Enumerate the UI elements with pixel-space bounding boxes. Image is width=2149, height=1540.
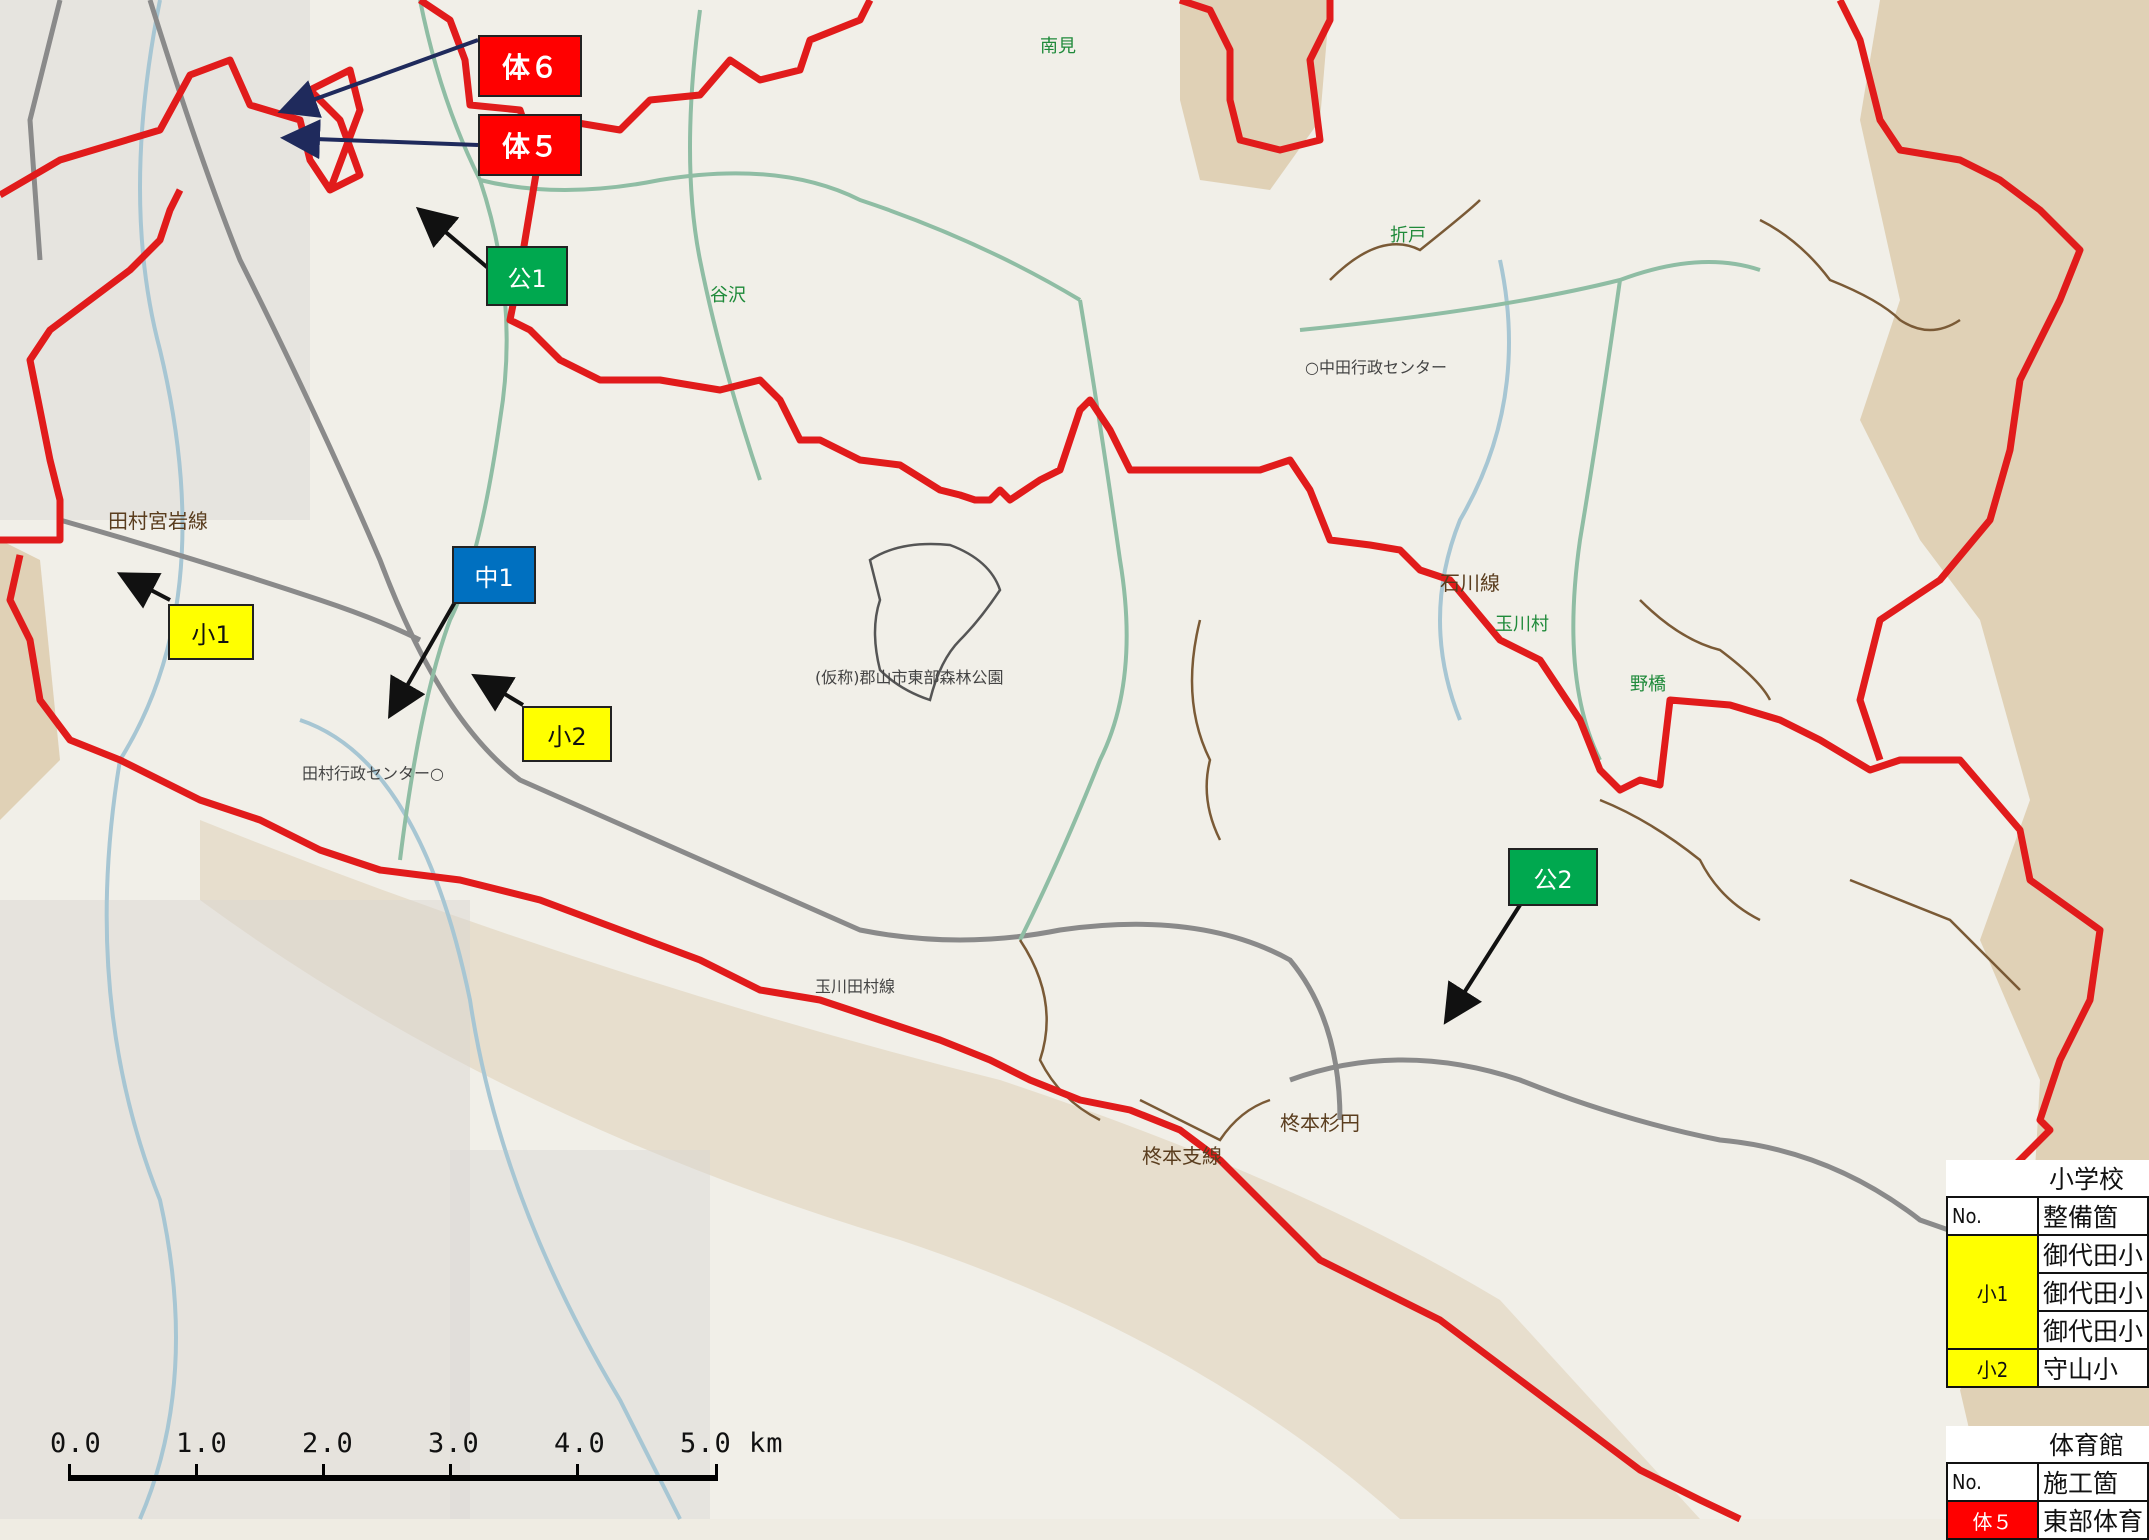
legend-school-header-place: 整備箇 [2036, 1196, 2149, 1236]
callout-ko2[interactable]: 公2 [1508, 848, 1598, 906]
scale-bar: 0.0 1.0 2.0 3.0 4.0 5.0 km [30, 1428, 790, 1498]
legend-school-last-no: 小2 [1946, 1348, 2039, 1388]
legend-school-place: 御代田小 [2036, 1310, 2149, 1350]
legend-school-place: 御代田小 [2036, 1234, 2149, 1274]
district-boundary-west [0, 188, 184, 544]
scale-mark [715, 1464, 718, 1481]
road-label-kashiwamoto-line: 柊本支線 [1142, 1144, 1222, 1168]
arrow-sho1 [116, 572, 171, 609]
legend-gym-title: 体育館 [1947, 1426, 2148, 1464]
place-label-rokujizo: 南見 [1040, 36, 1076, 57]
legend-gym-header-place: 施工箇 [2036, 1462, 2149, 1502]
forest-park-outline [868, 542, 1002, 702]
urban-area [0, 0, 710, 1519]
legend-gym-header-no: No. [1946, 1462, 2039, 1502]
legend-school-title: 小学校 [1947, 1160, 2148, 1198]
scale-tick-4: 4.0 [554, 1428, 606, 1459]
legend-school-last-place: 守山小 [2036, 1348, 2149, 1388]
place-label-orito: 折戸 [1390, 225, 1426, 246]
scale-tick-0: 0.0 [50, 1428, 102, 1459]
scale-line [68, 1475, 718, 1481]
roads-gray [27, 0, 2149, 1303]
place-label-tamura-green: 玉川村 [1495, 614, 1549, 635]
scale-tick-2: 2.0 [302, 1428, 354, 1459]
scale-mark [449, 1464, 452, 1481]
place-label-forest-park: (仮称)郡山市東部森林公園 [815, 668, 1004, 687]
legend-gym-row-no: 体５ [1946, 1500, 2039, 1540]
district-boundary-east [1178, 0, 2084, 762]
scale-tick-1: 1.0 [176, 1428, 228, 1459]
legend-school-place: 御代田小 [2036, 1272, 2149, 1312]
legend-school-table: 小学校 No. 整備箇 小1 御代田小 御代田小 御代田小 小2 守山小 [1946, 1160, 2149, 1388]
scale-mark [195, 1464, 198, 1481]
legend-school-header-no: No. [1946, 1196, 2039, 1236]
place-label-noriba: 野橋 [1630, 674, 1666, 695]
road-label-kashiwamoto-river: 柊本杉円 [1280, 1111, 1360, 1135]
arrow-ko2 [1443, 903, 1522, 1025]
arrow-sho2 [471, 673, 525, 712]
callout-chu1[interactable]: 中1 [452, 546, 536, 604]
road-label-tamura-line: 田村宮岩線 [108, 509, 208, 533]
legend-school-group-no: 小1 [1946, 1234, 2039, 1350]
district-boundary [0, 0, 2104, 1183]
scale-mark [322, 1464, 325, 1481]
place-label-kanzawa: 谷沢 [710, 285, 746, 306]
district-boundary-south [6, 554, 1742, 1523]
scale-tick-5: 5.0 km [680, 1428, 784, 1459]
callout-ko1[interactable]: 公1 [486, 246, 568, 306]
arrow-chu1 [388, 601, 457, 719]
callout-sho1[interactable]: 小1 [168, 604, 254, 660]
road-label-ishikawa-line: 石川線 [1440, 571, 1500, 595]
scale-mark [68, 1464, 71, 1481]
arrow-tai5 [280, 119, 479, 160]
place-label-fuchu-center: ○中田行政センター [1305, 358, 1447, 377]
callout-tai5[interactable]: 体５ [478, 114, 582, 176]
callout-tai6[interactable]: 体６ [478, 35, 582, 97]
legend-gym-row-place: 東部体育 [2036, 1500, 2149, 1540]
arrow-tai6 [277, 38, 479, 118]
legend-gym-table: 体育館 No. 施工箇 体５ 東部体育 [1946, 1426, 2149, 1540]
scale-tick-3: 3.0 [428, 1428, 480, 1459]
callout-sho2[interactable]: 小2 [522, 706, 612, 762]
roads-local [1018, 199, 2021, 1142]
place-label-tamura-center: 田村行政センター○ [302, 764, 444, 783]
scale-mark [576, 1464, 579, 1481]
arrow-ko1 [415, 206, 490, 270]
callout-arrows [116, 38, 1522, 1025]
road-label-tamagawa-line: 玉川田村線 [815, 977, 895, 996]
